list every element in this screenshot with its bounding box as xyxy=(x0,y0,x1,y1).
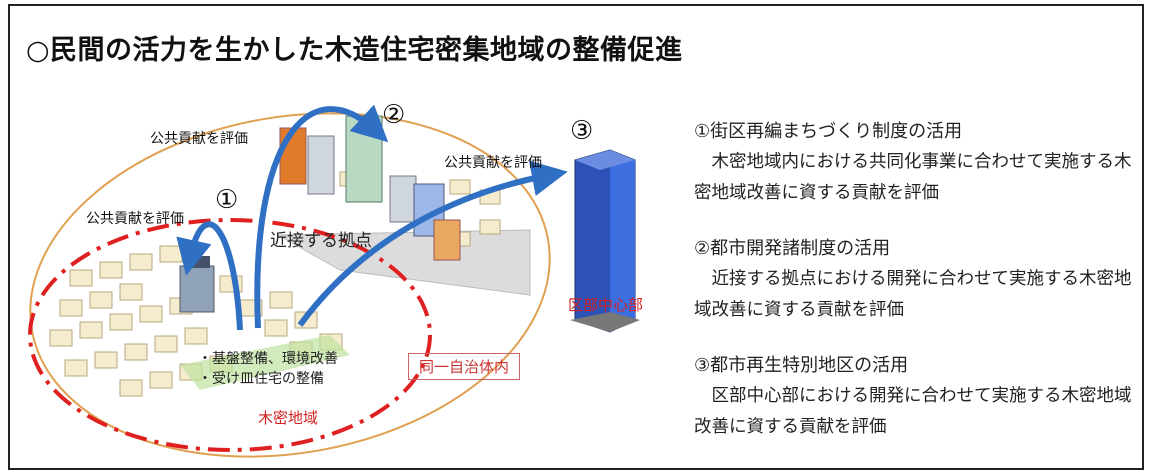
item-3-heading: ③都市再生特別地区の活用 xyxy=(694,355,909,376)
item-1-heading: ①街区再編まちづくり制度の活用 xyxy=(694,121,963,142)
wooden-area-label: 木密地域 xyxy=(258,409,319,427)
item-3: ③都市再生特別地区の活用 区部中心部における開発に合わせて実施する木密地域改善に… xyxy=(694,350,1134,443)
diagram-illustration xyxy=(28,104,640,458)
explanation-list: ①街区再編まちづくり制度の活用 木密地域内における共同化事業に合わせて実施する木… xyxy=(694,116,1134,467)
district-center-label: 区部中心部 xyxy=(568,296,644,314)
slide-frame xyxy=(8,4,1144,470)
item-1: ①街区再編まちづくり制度の活用 木密地域内における共同化事業に合わせて実施する木… xyxy=(694,116,1134,209)
wooden-area-boundary xyxy=(28,218,432,452)
contrib-label-2: 公共貢献を評価 xyxy=(150,131,248,147)
item-2: ②都市開発諸制度の活用 近接する拠点における開発に合わせて実施する木密地域改善に… xyxy=(694,233,1134,326)
contrib-label-3: 公共貢献を評価 xyxy=(444,155,542,171)
contrib-label-1: 公共貢献を評価 xyxy=(86,211,184,227)
same-municipality-label: 同一自治体内 xyxy=(408,353,521,380)
arrow-3 xyxy=(297,160,568,327)
arrow-2 xyxy=(254,104,389,329)
item-2-desc: 近接する拠点における開発に合わせて実施する木密地域改善に資する貢献を評価 xyxy=(694,269,1132,320)
arrow-1 xyxy=(176,221,243,331)
bullet-1: ・基盤整備、環境改善 xyxy=(198,351,338,367)
page-title: ○民間の活力を生かした木造住宅密集地域の整備促進 xyxy=(26,35,683,66)
co-housing-building xyxy=(179,256,215,313)
marker-2: ② xyxy=(382,100,406,130)
marker-3: ③ xyxy=(570,116,594,146)
nearby-base-label: 近接する拠点 xyxy=(270,231,372,251)
bullet-2: ・受け皿住宅の整備 xyxy=(198,371,324,387)
green-area xyxy=(180,335,350,390)
item-2-heading: ②都市開発諸制度の活用 xyxy=(694,238,891,259)
marker-1: ① xyxy=(215,185,239,215)
skyscraper xyxy=(570,149,640,333)
item-3-desc: 区部中心部における開発に合わせて実施する木密地域改善に資する貢献を評価 xyxy=(694,386,1132,437)
item-1-desc: 木密地域内における共同化事業に合わせて実施する木密地域改善に資する貢献を評価 xyxy=(694,152,1132,203)
